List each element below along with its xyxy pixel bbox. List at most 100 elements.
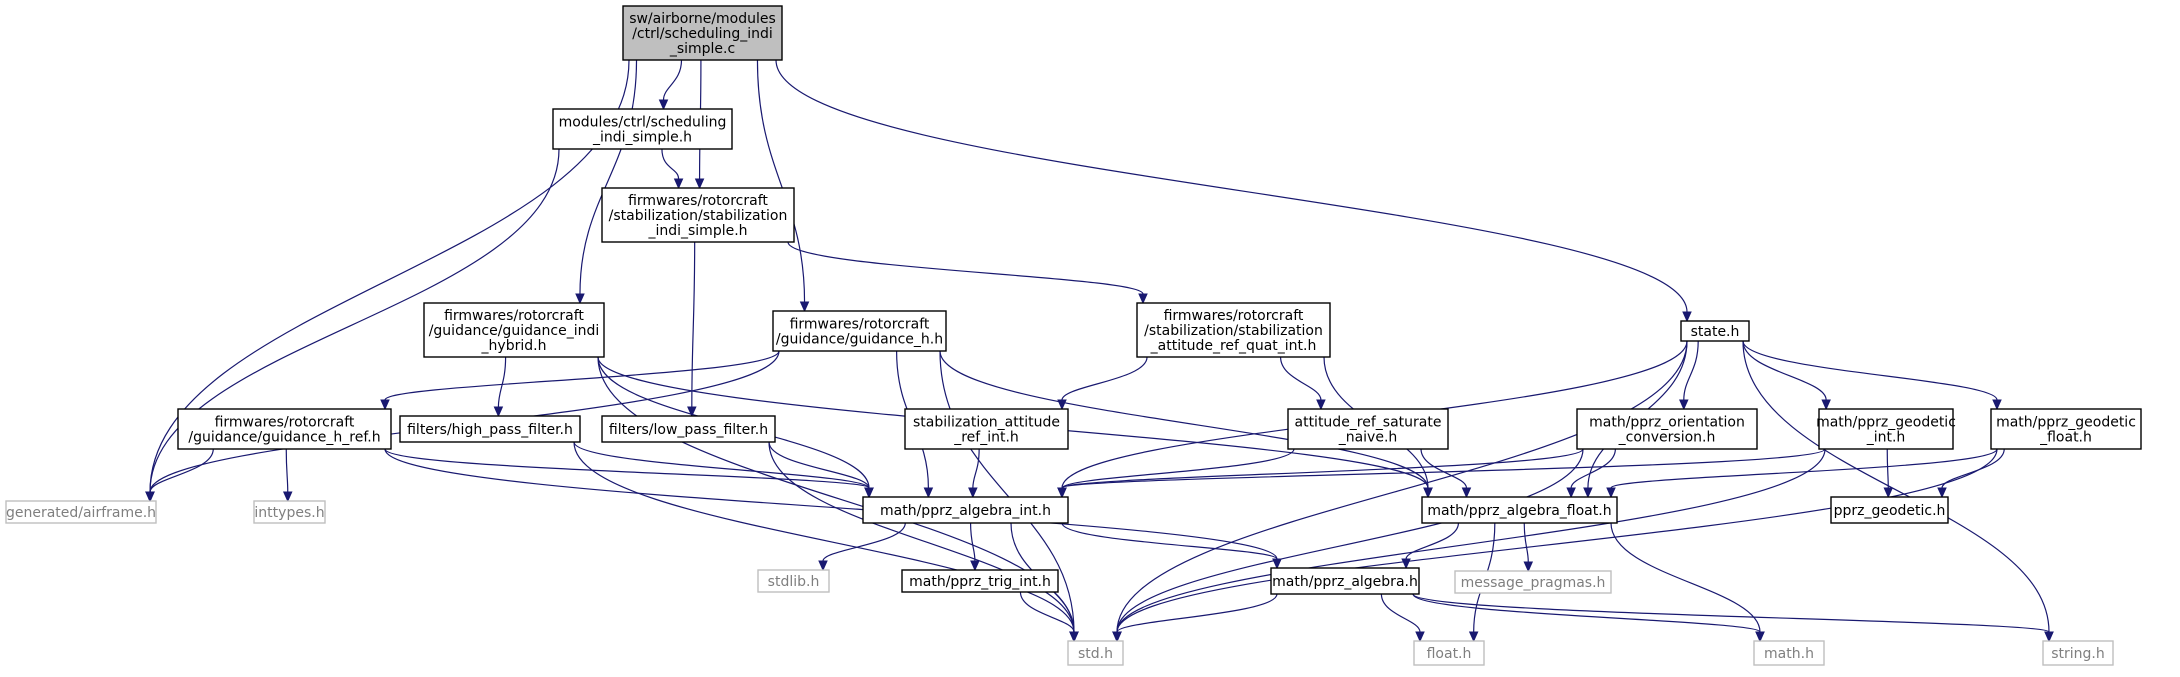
- edge-arrowhead: [1461, 487, 1472, 499]
- node-label-line: firmwares/rotorcraft: [628, 193, 768, 209]
- edge-state-h-to-orient-conv: [1683, 340, 1699, 401]
- nodes-layer: sw/airborne/modules/ctrl/scheduling_indi…: [5, 5, 2142, 666]
- edge-arrowhead: [1057, 487, 1067, 499]
- edge-arrowhead: [1523, 561, 1534, 573]
- edge-arrowhead: [1272, 558, 1282, 570]
- edge-state-h-to-string: [1742, 340, 2050, 633]
- node-orient-conv[interactable]: math/pprz_orientation_conversion.h: [1576, 408, 1758, 450]
- edge-orient-conv-to-alg-int: [1061, 448, 1584, 489]
- edge-arrowhead: [923, 487, 934, 499]
- node-alg-int[interactable]: math/pprz_algebra_int.h: [862, 496, 1069, 524]
- node-label-line: /guidance/guidance_h.h: [776, 332, 943, 348]
- edge-arrowhead: [1069, 631, 1079, 643]
- edge-geodetic-float-to-geodetic: [1941, 448, 2005, 489]
- node-att-ref-sat[interactable]: attitude_ref_saturate_naive.h: [1287, 408, 1449, 450]
- edge-geodetic-float-to-std: [1116, 448, 1998, 633]
- node-algebra[interactable]: math/pprz_algebra.h: [1270, 567, 1420, 595]
- node-box: [1576, 408, 1758, 450]
- node-guid-h[interactable]: firmwares/rotorcraft/guidance/guidance_h…: [772, 310, 947, 352]
- edge-arrowhead: [970, 560, 980, 572]
- node-stab-att-ref-int[interactable]: stabilization_attitude_ref_int.h: [904, 408, 1069, 450]
- node-float[interactable]: float.h: [1413, 640, 1485, 666]
- node-state-h[interactable]: state.h: [1680, 320, 1750, 342]
- node-hpf[interactable]: filters/high_pass_filter.h: [399, 415, 581, 443]
- edge-state-h-to-geodetic-float: [1742, 340, 1998, 401]
- edge-state-h-to-std: [1116, 340, 1688, 633]
- node-box: [552, 108, 733, 150]
- edge-alg-float-to-algebra: [1405, 522, 1460, 560]
- edge-alg-float-to-msg-pragmas: [1523, 522, 1529, 563]
- node-label-line: filters/high_pass_filter.h: [407, 422, 573, 438]
- edges-layer: [145, 59, 2054, 643]
- edge-arrowhead: [2044, 631, 2054, 643]
- edge-arrowhead: [1316, 399, 1326, 411]
- node-label-line: modules/ctrl/scheduling: [559, 115, 727, 131]
- node-alg-float[interactable]: math/pprz_algebra_float.h: [1421, 496, 1618, 524]
- node-stab-indi-simple[interactable]: firmwares/rotorcraft/stabilization/stabi…: [601, 187, 795, 243]
- node-label-line: state.h: [1691, 324, 1740, 340]
- edge-arrowhead: [1883, 487, 1894, 499]
- edge-geodetic-float-to-alg-float: [1610, 448, 1998, 489]
- node-inttypes[interactable]: inttypes.h: [253, 500, 326, 524]
- node-label-line: math.h: [1764, 646, 1814, 662]
- edge-arrowhead: [493, 406, 504, 418]
- edge-arrowhead: [1415, 631, 1425, 643]
- node-geodetic[interactable]: pprz_geodetic.h: [1830, 496, 1949, 524]
- edge-arrowhead: [1583, 487, 1593, 499]
- node-label-line: math/pprz_algebra_float.h: [1427, 503, 1611, 519]
- edge-guid-h-ref-to-inttypes: [285, 448, 289, 493]
- node-label-line: math/pprz_geodetic: [1816, 415, 1956, 431]
- edge-arrowhead: [1992, 399, 2002, 411]
- node-std[interactable]: std.h: [1067, 640, 1124, 666]
- edge-arrowhead: [1682, 311, 1692, 323]
- edge-arrowhead: [1401, 558, 1411, 570]
- edge-arrowhead: [694, 178, 705, 190]
- node-box: [901, 569, 1059, 593]
- node-box: [2042, 640, 2114, 666]
- edge-att-ref-sat-to-alg-int: [1061, 448, 1295, 489]
- node-box: [622, 5, 783, 61]
- node-geodetic-int[interactable]: math/pprz_geodetic_int.h: [1816, 408, 1956, 450]
- node-box: [1413, 640, 1485, 666]
- node-root[interactable]: sw/airborne/modules/ctrl/scheduling_indi…: [622, 5, 783, 61]
- node-label-line: pprz_geodetic.h: [1834, 503, 1946, 519]
- node-airframe[interactable]: generated/airframe.h: [5, 500, 157, 524]
- node-label-line: string.h: [2051, 646, 2105, 662]
- node-geodetic-float[interactable]: math/pprz_geodetic_float.h: [1990, 408, 2142, 450]
- node-stab-att-ref-quat[interactable]: firmwares/rotorcraft/stabilization/stabi…: [1136, 302, 1331, 358]
- edge-arrowhead: [864, 487, 874, 499]
- node-label-line: _simple.c: [669, 41, 735, 57]
- edge-stab-att-ref-int-to-alg-int: [972, 448, 980, 489]
- edge-algebra-to-string: [1412, 593, 2050, 633]
- node-lpf[interactable]: filters/low_pass_filter.h: [601, 415, 776, 443]
- edge-geodetic-int-to-alg-int: [1061, 448, 1826, 489]
- node-label-line: stabilization_attitude: [913, 415, 1060, 431]
- node-box: [1990, 408, 2142, 450]
- edge-guid-indi-hybrid-to-hpf: [497, 356, 507, 408]
- edge-arrowhead: [1566, 487, 1576, 499]
- node-box: [904, 408, 1069, 450]
- node-stdlib[interactable]: stdlib.h: [757, 569, 830, 593]
- node-label-line: firmwares/rotorcraft: [444, 308, 584, 324]
- edge-guid-h-ref-to-alg-int: [384, 448, 870, 489]
- node-guid-h-ref[interactable]: firmwares/rotorcraft/guidance/guidance_h…: [177, 408, 392, 450]
- node-sched-h[interactable]: modules/ctrl/scheduling_indi_simple.h: [552, 108, 733, 150]
- node-guid-indi-hybrid[interactable]: firmwares/rotorcraft/guidance/guidance_i…: [423, 302, 605, 358]
- edge-arrowhead: [673, 178, 684, 190]
- node-label-line: /stabilization/stabilization: [1144, 323, 1323, 339]
- node-string[interactable]: string.h: [2042, 640, 2114, 666]
- edge-guid-h-ref-to-algebra: [384, 448, 1278, 560]
- node-box: [177, 408, 392, 450]
- edge-guid-h-to-std: [939, 350, 1075, 633]
- edge-sched-h-to-airframe: [149, 148, 560, 493]
- node-label-line: firmwares/rotorcraft: [1164, 308, 1304, 324]
- node-box: [862, 496, 1069, 524]
- node-label-line: /guidance/guidance_indi: [429, 323, 600, 339]
- node-label-line: /stabilization/stabilization: [609, 208, 788, 224]
- node-trig-int[interactable]: math/pprz_trig_int.h: [901, 569, 1059, 593]
- node-msg-pragmas[interactable]: message_pragmas.h: [1454, 570, 1612, 594]
- edge-arrowhead: [818, 560, 828, 572]
- node-math[interactable]: math.h: [1753, 640, 1825, 666]
- edge-sched-h-to-stab-indi-simple: [661, 148, 680, 180]
- edge-arrowhead: [687, 406, 697, 418]
